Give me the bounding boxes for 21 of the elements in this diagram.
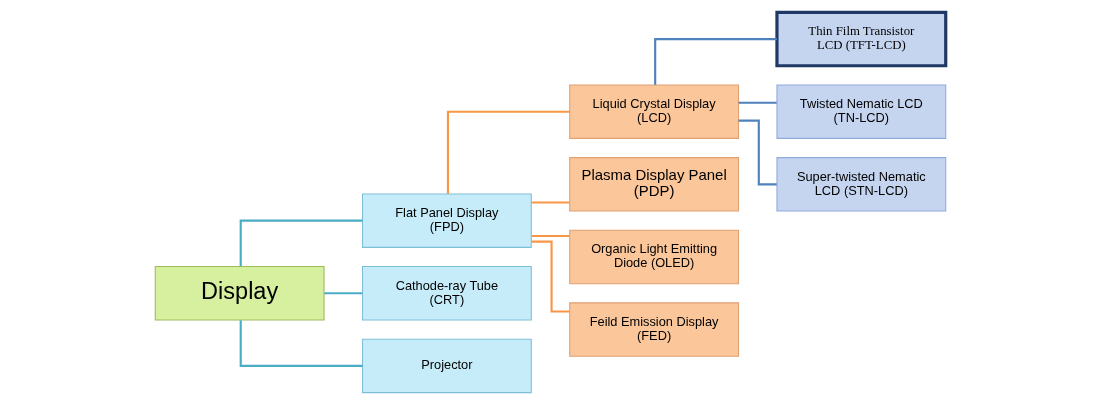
- node-box: Display: [154, 266, 325, 321]
- connector: [738, 119, 777, 186]
- node-box: Cathode-ray Tube (CRT): [361, 266, 532, 321]
- node-box: Organic Light Emitting Diode (OLED): [568, 229, 739, 285]
- node-box: Flat Panel Display (FPD): [361, 193, 532, 248]
- node-box: Feild Emission Display (FED): [568, 302, 739, 357]
- node-box: Super-twisted Nematic LCD (STN-LCD): [775, 157, 946, 212]
- connector: [531, 201, 569, 204]
- connector: [653, 38, 777, 85]
- node-box: Plasma Display Panel (PDP): [568, 157, 739, 212]
- connector: [446, 110, 570, 194]
- node-box: Twisted Nematic LCD (TN-LCD): [775, 84, 946, 139]
- connector: [530, 240, 569, 313]
- connector: [323, 292, 362, 295]
- connector: [738, 101, 777, 104]
- node-box: Thin Film Transistor LCD (TFT-LCD): [774, 10, 947, 68]
- connector: [239, 219, 362, 267]
- node-box: Projector: [361, 338, 532, 394]
- node-box: Liquid Crystal Display (LCD): [568, 84, 739, 139]
- connector: [531, 234, 569, 238]
- connector: [239, 320, 362, 367]
